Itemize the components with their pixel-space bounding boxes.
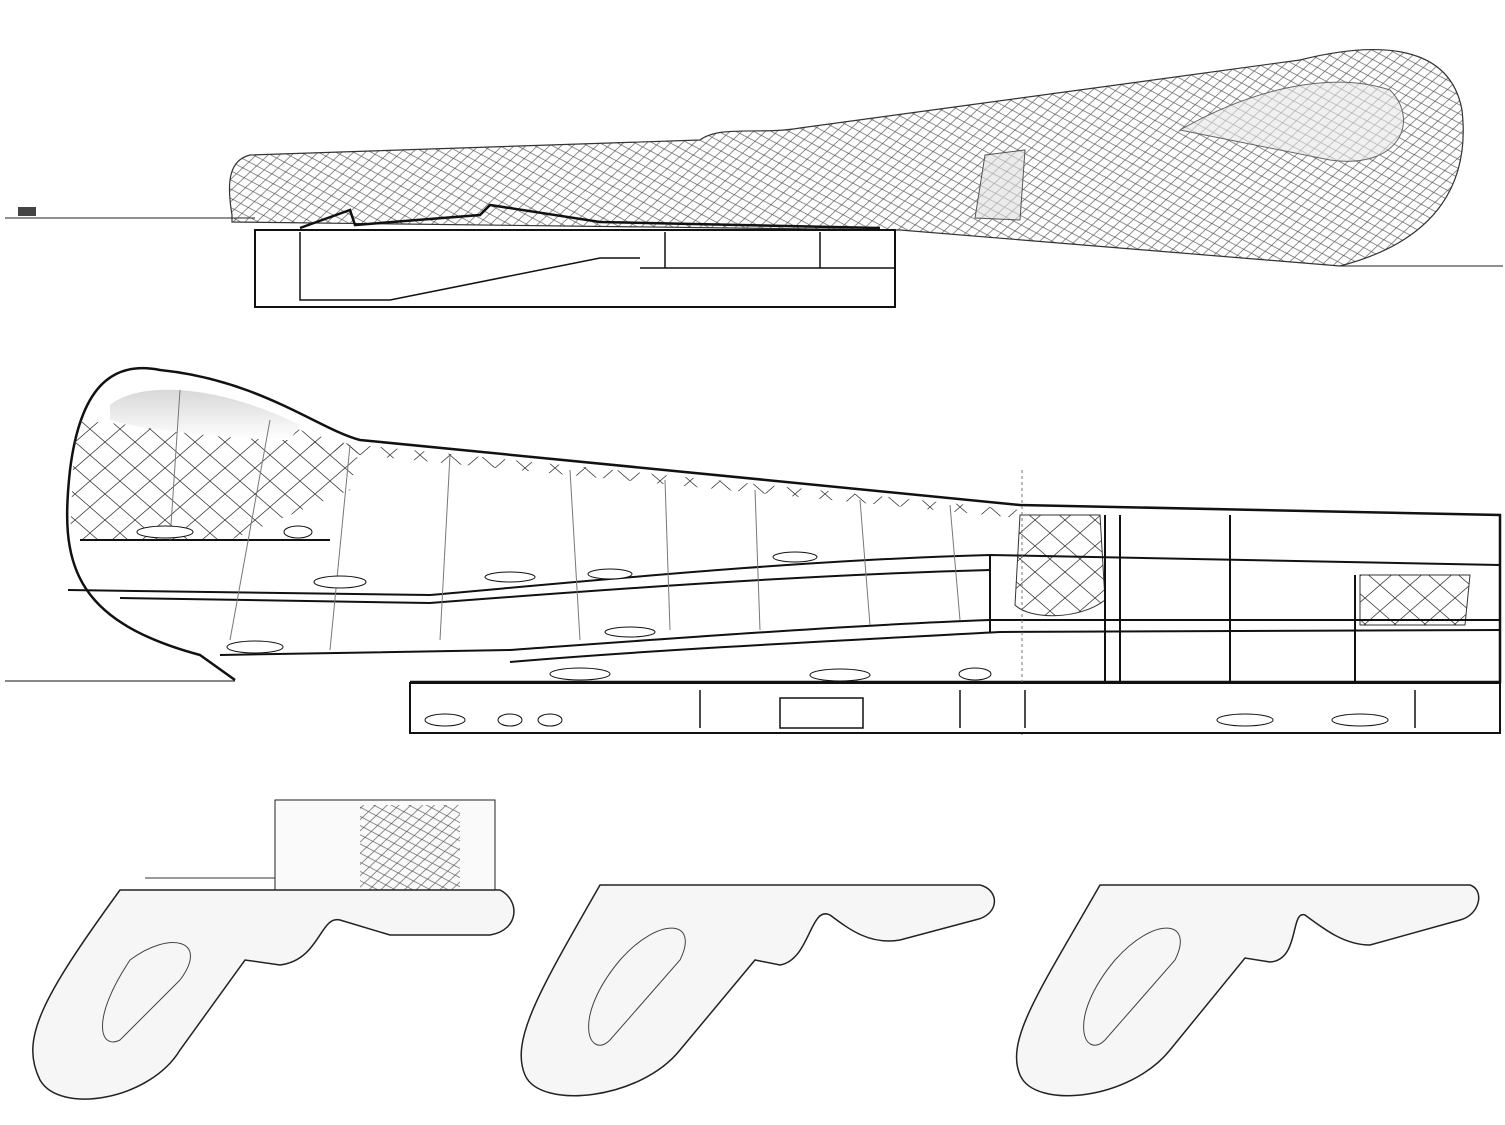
- plan-level-3: [1015, 884, 1480, 1097]
- building-shell: [65, 366, 1502, 684]
- basement-walls: [640, 232, 895, 269]
- shell-ribs: [169, 389, 961, 651]
- auditorium-rake: [299, 232, 640, 301]
- shell-shading: [110, 389, 300, 440]
- ramp-core: [588, 927, 686, 1046]
- plan-outline: [32, 889, 515, 1100]
- plan-level-2: [520, 884, 996, 1097]
- car-icon: [18, 207, 36, 216]
- shell-opening: [1178, 81, 1404, 162]
- core-mesh: [1014, 514, 1106, 617]
- ramps-and-floors: [67, 515, 1501, 682]
- plan-outline: [520, 884, 996, 1097]
- elevation-drawing: [5, 49, 1503, 308]
- longitudinal-section: [5, 366, 1502, 735]
- ramp-core: [1083, 927, 1181, 1046]
- plan-outline: [1015, 884, 1480, 1097]
- cars: [136, 525, 1389, 727]
- shell-window: [974, 149, 1026, 221]
- plan-level-1: [32, 799, 515, 1100]
- facade-mesh: [70, 420, 360, 540]
- basement-parking: [409, 682, 1501, 734]
- ramp-core: [102, 942, 191, 1043]
- roof-skylights: [299, 203, 881, 230]
- basement-partitions: [699, 690, 1416, 729]
- right-mesh: [1359, 574, 1471, 626]
- auditorium-seating: [360, 805, 460, 890]
- floor-plans: [32, 799, 1480, 1100]
